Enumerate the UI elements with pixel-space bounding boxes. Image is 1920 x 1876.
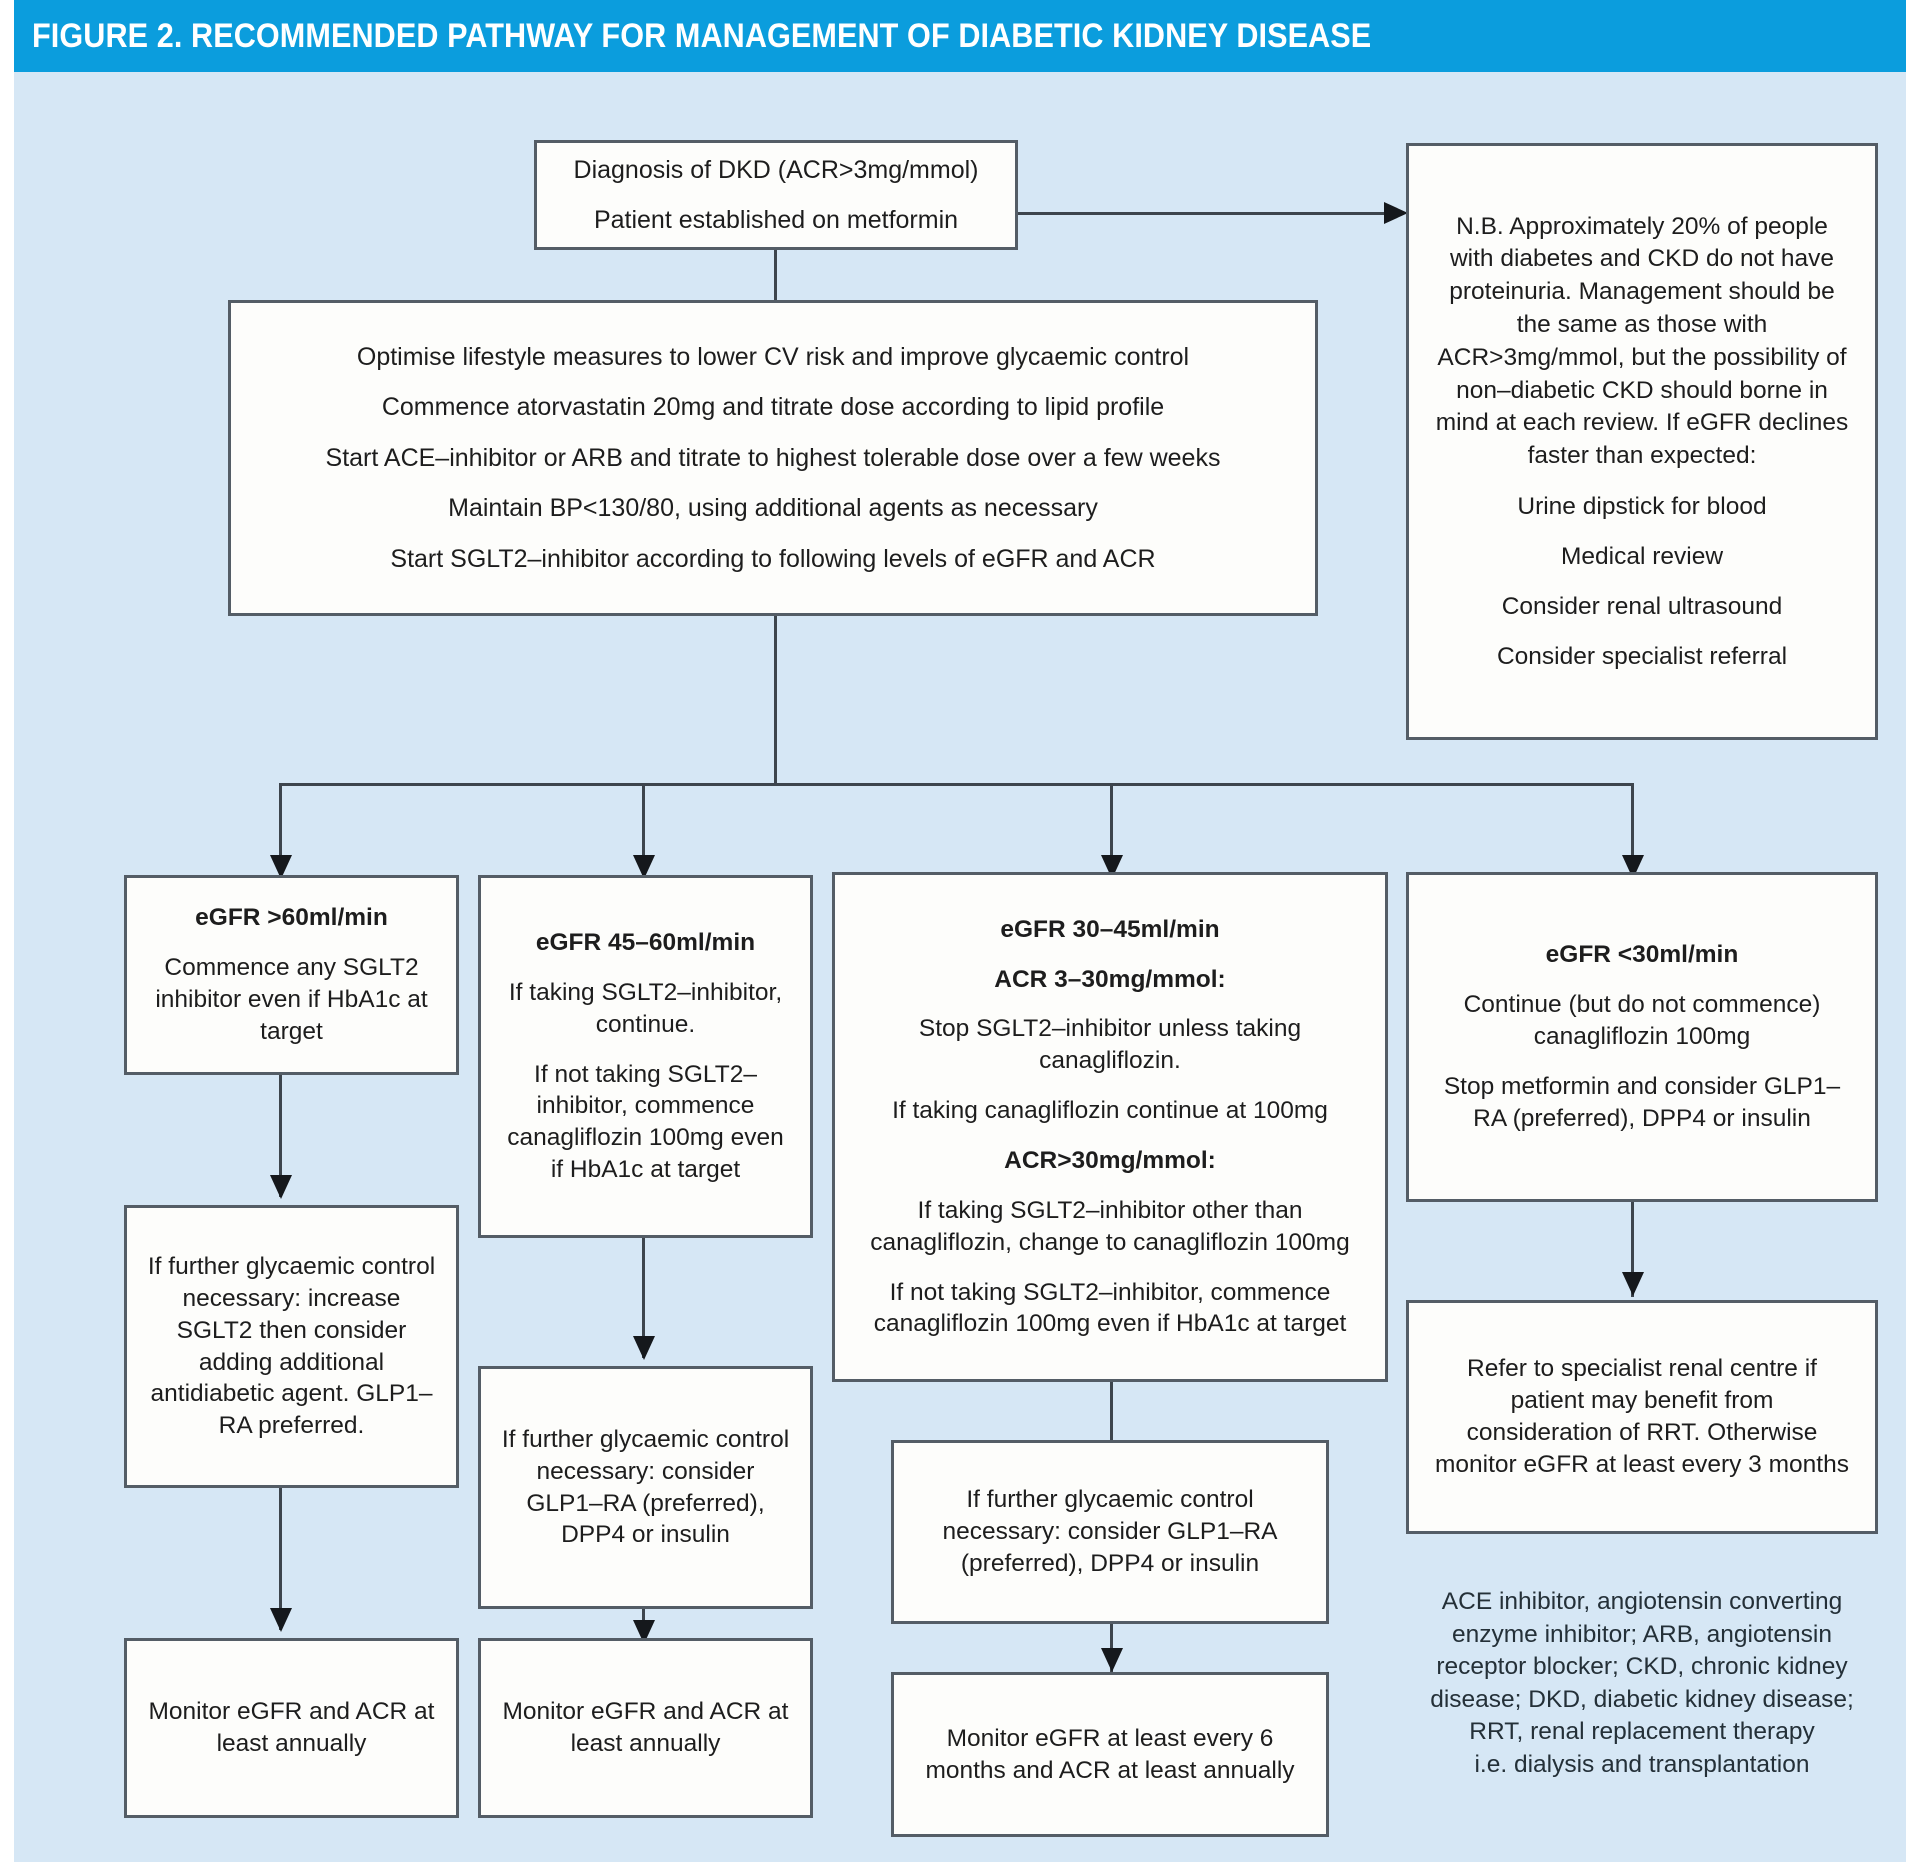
connector-col3-step1-step2 (1110, 1382, 1113, 1482)
egfr-30-45-sub-2: ACR>30mg/mmol: (1004, 1147, 1216, 1174)
egfr-under-30-box: eGFR <30ml/min Continue (but do not comm… (1406, 872, 1878, 1202)
arrow-col2-step2 (633, 1336, 655, 1360)
abbrev-line-5: RRT, renal replacement therapy (1469, 1718, 1815, 1746)
egfr-under-30-step2-box: Refer to specialist renal centre if pati… (1406, 1300, 1878, 1534)
egfr-over-60-step3-box: Monitor eGFR and ACR at least annually (124, 1638, 459, 1818)
egfr-45-60-step3-box: Monitor eGFR and ACR at least annually (478, 1638, 813, 1818)
egfr-30-45-step3-box: Monitor eGFR at least every 6 months and… (891, 1672, 1329, 1837)
nb-paragraph: N.B. Approximately 20% of people with di… (1435, 212, 1849, 470)
egfr-30-45-body-2a: If taking SGLT2–inhibitor other than can… (870, 1196, 1350, 1256)
arrow-diagnosis-to-nb (1384, 202, 1408, 224)
egfr-30-45-body-2b: If not taking SGLT2–inhibitor, commence … (873, 1278, 1347, 1338)
figure-header-band: FIGURE 2. RECOMMENDED PATHWAY FOR MANAGE… (14, 0, 1906, 72)
egfr-30-45-body-1a: Stop SGLT2–inhibitor unless taking canag… (918, 1015, 1302, 1075)
egfr-over-60-step2-box: If further glycaemic control necessary: … (124, 1205, 459, 1488)
connector-col2-step1-step2 (642, 1238, 645, 1358)
egfr-45-60-step3-text: Monitor eGFR and ACR at least annually (502, 1698, 789, 1757)
egfr-45-60-step2-text: If further glycaemic control necessary: … (501, 1425, 790, 1549)
general-measures-line-1: Optimise lifestyle measures to lower CV … (356, 342, 1190, 371)
egfr-45-60-step2-box: If further glycaemic control necessary: … (478, 1366, 813, 1609)
egfr-over-60-box: eGFR >60ml/min Commence any SGLT2 inhibi… (124, 875, 459, 1075)
egfr-30-45-sub-1: ACR 3–30mg/mmol: (994, 965, 1226, 993)
egfr-under-30-step2-text: Refer to specialist renal centre if pati… (1435, 1355, 1849, 1478)
nb-bullet-1: Urine dipstick for blood (1517, 493, 1767, 521)
egfr-30-45-heading: eGFR 30–45ml/min (1000, 915, 1220, 943)
egfr-45-60-heading: eGFR 45–60ml/min (535, 929, 756, 957)
branch-bus (279, 783, 1634, 786)
connector-col1-step2-step3 (279, 1488, 282, 1630)
connector-diagnosis-to-nb (1018, 212, 1386, 215)
abbrev-line-3: receptor blocker; CKD, chronic kidney (1436, 1653, 1848, 1681)
branch-leg-1 (279, 783, 282, 878)
general-measures-line-4: Maintain BP<130/80, using additional age… (448, 494, 1098, 523)
egfr-30-45-step2-box: If further glycaemic control necessary: … (891, 1440, 1329, 1624)
nb-bullet-2: Medical review (1560, 542, 1724, 570)
egfr-over-60-step2-text: If further glycaemic control necessary: … (147, 1252, 436, 1440)
branch-arrow-1 (270, 855, 292, 879)
egfr-30-45-step3-text: Monitor eGFR at least every 6 months and… (925, 1724, 1295, 1784)
diagnosis-line-2: Patient established on metformin (593, 206, 959, 234)
egfr-under-30-body-2: Stop metformin and consider GLP1–RA (pre… (1443, 1072, 1841, 1132)
branch-stem (774, 616, 777, 785)
general-measures-line-3: Start ACE–inhibitor or ARB and titrate t… (325, 443, 1221, 472)
branch-leg-3 (1110, 783, 1113, 878)
abbrev-line-4: disease; DKD, diabetic kidney disease; (1430, 1685, 1854, 1713)
connector-col1-step1-step2 (279, 1075, 282, 1197)
connector-diagnosis-to-measures (774, 250, 777, 300)
page-title: FIGURE 2. RECOMMENDED PATHWAY FOR MANAGE… (32, 16, 1372, 55)
arrow-col1-step2 (270, 1175, 292, 1199)
egfr-30-45-box: eGFR 30–45ml/min ACR 3–30mg/mmol: Stop S… (832, 872, 1388, 1382)
abbreviations-note: ACE inhibitor, angiotensin converting en… (1400, 1586, 1884, 1781)
nb-note-box: N.B. Approximately 20% of people with di… (1406, 143, 1878, 740)
general-measures-box: Optimise lifestyle measures to lower CV … (228, 300, 1318, 616)
egfr-45-60-box: eGFR 45–60ml/min If taking SGLT2–inhibit… (478, 875, 813, 1238)
abbrev-line-2: enzyme inhibitor; ARB, angiotensin (1452, 1620, 1832, 1648)
arrow-col3-step3 (1101, 1648, 1123, 1672)
general-measures-line-2: Commence atorvastatin 20mg and titrate d… (381, 393, 1165, 422)
egfr-under-30-heading: eGFR <30ml/min (1545, 941, 1739, 969)
egfr-under-30-body-1: Continue (but do not commence) canaglifl… (1463, 991, 1821, 1051)
nb-bullet-4: Consider specialist referral (1496, 642, 1788, 670)
diagnosis-line-1: Diagnosis of DKD (ACR>3mg/mmol) (573, 155, 979, 184)
egfr-over-60-step3-text: Monitor eGFR and ACR at least annually (148, 1698, 435, 1757)
egfr-over-60-heading: eGFR >60ml/min (195, 904, 388, 932)
egfr-over-60-body: Commence any SGLT2 inhibitor even if HbA… (155, 954, 428, 1045)
diagnosis-box: Diagnosis of DKD (ACR>3mg/mmol) Patient … (534, 140, 1018, 250)
egfr-45-60-body-1: If taking SGLT2–inhibitor, continue. (508, 978, 783, 1038)
abbrev-line-1: ACE inhibitor, angiotensin converting (1441, 1588, 1843, 1615)
abbrev-line-6: i.e. dialysis and transplantation (1474, 1750, 1810, 1778)
branch-leg-4 (1631, 783, 1634, 878)
arrow-col1-step3 (270, 1608, 292, 1632)
branch-arrow-2 (633, 855, 655, 879)
branch-leg-2 (642, 783, 645, 878)
general-measures-line-5: Start SGLT2–inhibitor according to follo… (390, 544, 1156, 573)
nb-bullet-3: Consider renal ultrasound (1501, 592, 1783, 620)
connector-col4-step1-step2 (1631, 1202, 1634, 1297)
arrow-col4-step2 (1622, 1272, 1644, 1296)
egfr-30-45-step2-text: If further glycaemic control necessary: … (942, 1486, 1278, 1577)
egfr-45-60-body-2: If not taking SGLT2–inhibitor, commence … (507, 1060, 784, 1184)
egfr-30-45-body-1b: If taking canagliflozin continue at 100m… (892, 1097, 1328, 1125)
